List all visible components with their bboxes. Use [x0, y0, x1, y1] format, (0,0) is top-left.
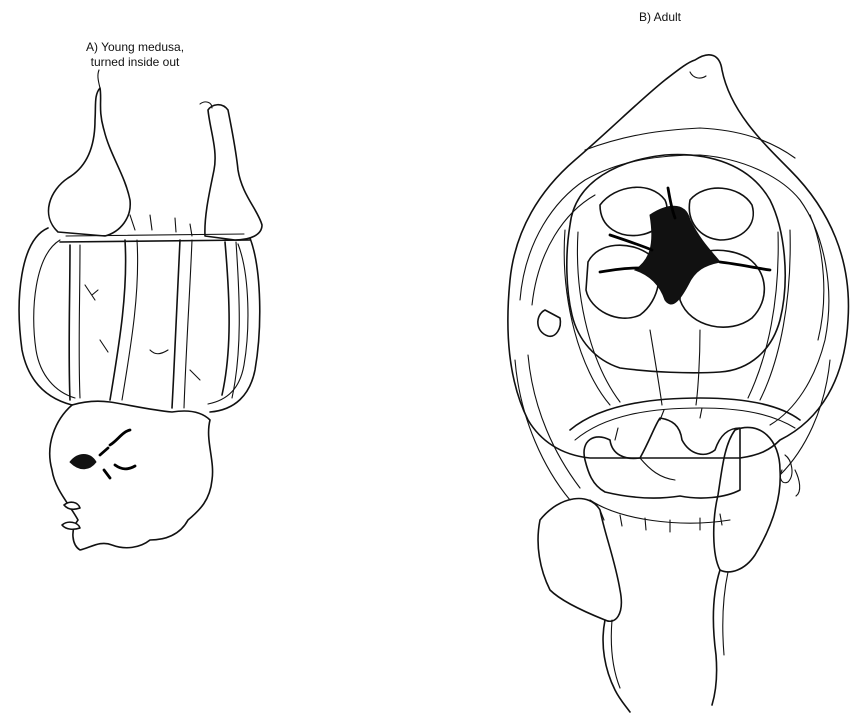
- panel-a-drawing: [19, 70, 262, 550]
- panel-b-drawing: [508, 55, 849, 712]
